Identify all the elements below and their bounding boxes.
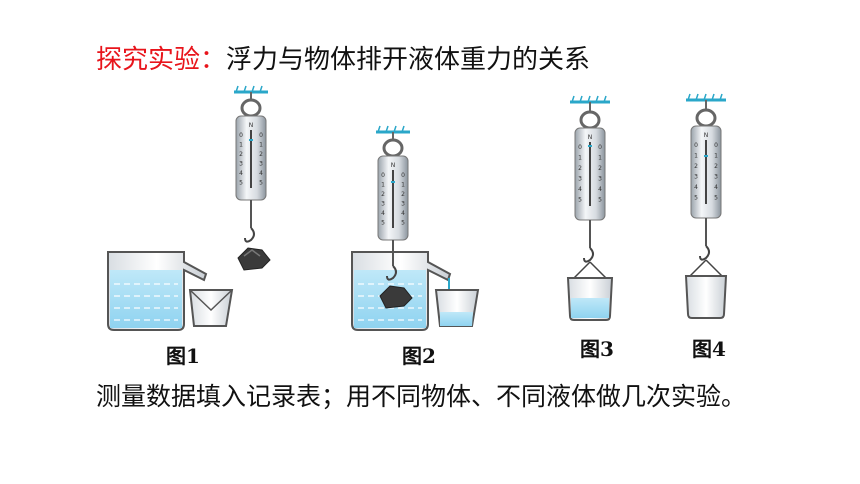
scale-tick-label: 5 bbox=[598, 197, 602, 204]
scale-tick-label: 4 bbox=[401, 210, 405, 217]
scale-tick-label: 0 bbox=[259, 132, 263, 139]
scale-tick-label: 3 bbox=[598, 176, 602, 183]
scale-tick-label: 1 bbox=[578, 155, 582, 162]
scale-tick-label: 4 bbox=[259, 170, 263, 177]
scale-ticks: 0 0 1 1 2 2 3 3 4 4 5 5 0 0 1 1 2 2 3 3 4 4 5 5 0 0 1 1 2 2 3 3 4 4 5 5 0 0 1 1… bbox=[239, 132, 718, 227]
scale-tick-label: 0 bbox=[381, 172, 385, 179]
figure-1-caption: 图1 bbox=[166, 344, 200, 368]
scale-tick-label: 2 bbox=[694, 163, 698, 170]
scale-tick-label: 4 bbox=[239, 170, 243, 177]
stone bbox=[379, 285, 413, 309]
catch-beaker bbox=[188, 289, 234, 327]
figure-2-caption: 图2 bbox=[402, 344, 436, 368]
figure-4: N bbox=[684, 93, 728, 319]
scale-tick-label: 1 bbox=[694, 153, 698, 160]
catch-beaker bbox=[434, 289, 480, 327]
scale-tick-label: 2 bbox=[239, 151, 243, 158]
unit-label: N bbox=[249, 122, 254, 129]
scale-tick-label: 4 bbox=[578, 186, 582, 193]
scale-tick-label: 3 bbox=[694, 174, 698, 181]
scale-tick-label: 5 bbox=[381, 220, 385, 227]
scale-tick-label: 4 bbox=[381, 210, 385, 217]
scale-tick-label: 2 bbox=[401, 191, 405, 198]
spring-scale: N bbox=[570, 95, 610, 263]
scale-tick-label: 1 bbox=[381, 182, 385, 189]
scale-tick-label: 3 bbox=[259, 161, 263, 168]
scale-tick-label: 1 bbox=[259, 142, 263, 149]
scale-tick-label: 2 bbox=[714, 163, 718, 170]
scale-tick-label: 2 bbox=[259, 151, 263, 158]
scale-tick-label: 1 bbox=[598, 155, 602, 162]
hanging-bucket bbox=[684, 259, 728, 319]
scale-tick-label: 0 bbox=[714, 142, 718, 149]
unit-label: N bbox=[588, 134, 593, 141]
scale-tick-label: 0 bbox=[401, 172, 405, 179]
scale-tick-label: 3 bbox=[239, 161, 243, 168]
scale-tick-label: 3 bbox=[401, 201, 405, 208]
spring-scale: N bbox=[234, 85, 268, 243]
unit-label: N bbox=[391, 162, 396, 169]
figure-4-caption: 图4 bbox=[692, 337, 726, 361]
scale-tick-label: 1 bbox=[714, 153, 718, 160]
scale-tick-label: 5 bbox=[259, 180, 263, 187]
scale-tick-label: 0 bbox=[694, 142, 698, 149]
scale-tick-label: 0 bbox=[239, 132, 243, 139]
scale-tick-label: 5 bbox=[239, 180, 243, 187]
scale-tick-label: 2 bbox=[381, 191, 385, 198]
scale-tick-label: 4 bbox=[694, 184, 698, 191]
experiment-title: 探究实验：浮力与物体排开液体重力的关系 bbox=[96, 42, 590, 78]
scale-tick-label: 4 bbox=[598, 186, 602, 193]
scale-tick-label: 0 bbox=[578, 144, 582, 151]
unit-label: N bbox=[704, 132, 709, 139]
scale-tick-label: 3 bbox=[578, 176, 582, 183]
scale-tick-label: 0 bbox=[598, 144, 602, 151]
scale-tick-label: 2 bbox=[598, 165, 602, 172]
spring-scale: N bbox=[686, 93, 726, 261]
figure-3-caption: 图3 bbox=[580, 337, 614, 361]
scale-tick-label: 3 bbox=[381, 201, 385, 208]
scale-tick-label: 1 bbox=[239, 142, 243, 149]
scale-tick-label: 5 bbox=[714, 195, 718, 202]
hanging-bucket bbox=[566, 261, 614, 321]
scale-tick-label: 5 bbox=[401, 220, 405, 227]
figure-1: N bbox=[107, 85, 271, 331]
figure-2: N bbox=[351, 125, 480, 331]
scale-tick-label: 1 bbox=[401, 182, 405, 189]
title-text: 浮力与物体排开液体重力的关系 bbox=[226, 45, 591, 75]
spring-scale: N bbox=[376, 125, 410, 281]
stone bbox=[237, 247, 271, 271]
overflow-beaker bbox=[107, 251, 208, 331]
title-highlight: 探究实验： bbox=[96, 45, 227, 75]
scale-tick-label: 5 bbox=[694, 195, 698, 202]
instruction-text: 测量数据填入记录表；用不同物体、不同液体做几次实验。 bbox=[96, 382, 747, 411]
scale-tick-label: 5 bbox=[578, 197, 582, 204]
scale-tick-label: 2 bbox=[578, 165, 582, 172]
scale-tick-label: 4 bbox=[714, 184, 718, 191]
scale-tick-label: 3 bbox=[714, 174, 718, 181]
figure-3: N bbox=[566, 95, 614, 321]
